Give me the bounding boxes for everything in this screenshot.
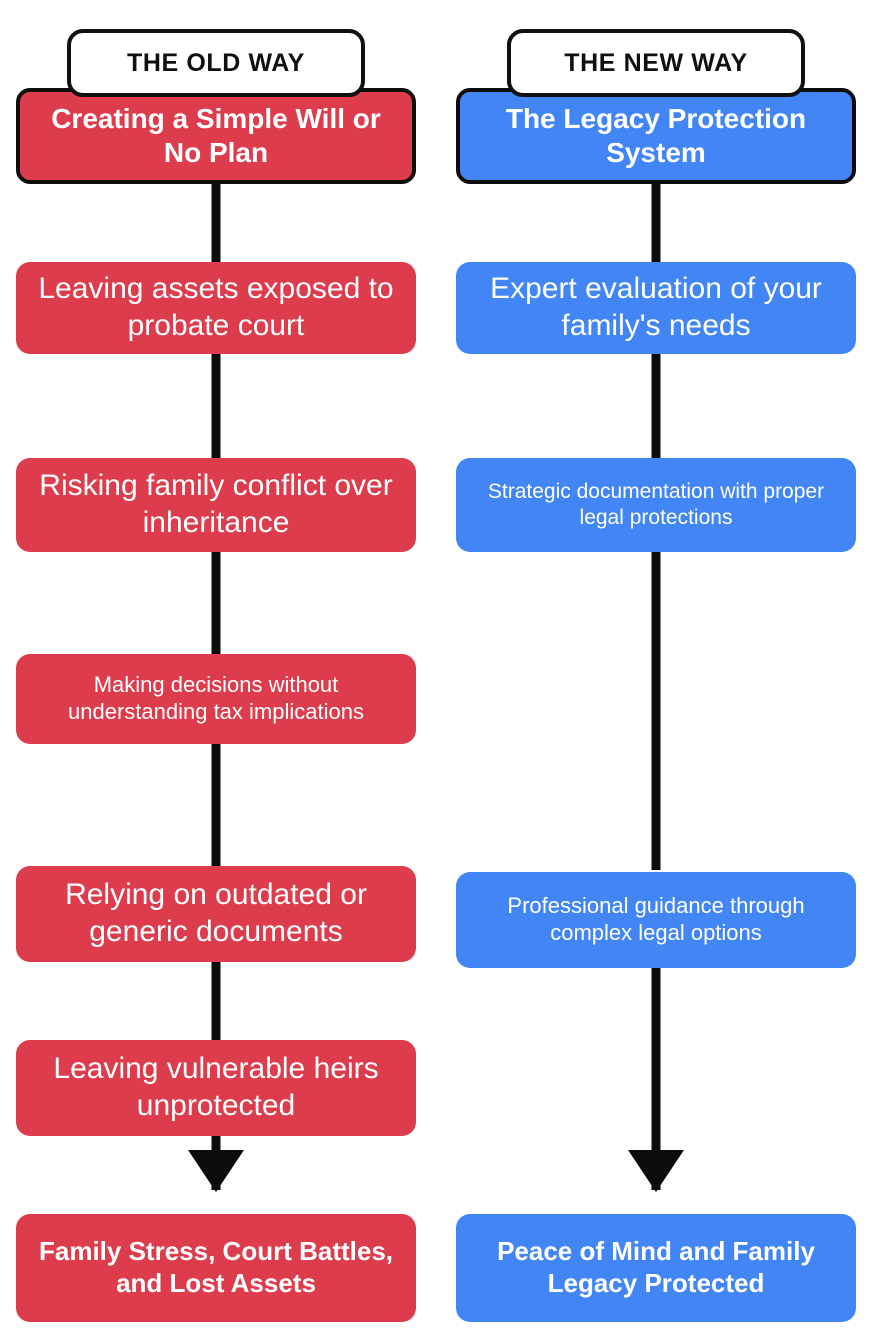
old-way-step-4-label: Making decisions without understanding t… (68, 672, 364, 724)
old-way-step-3[interactable]: Risking family conflict over inheritance (16, 458, 416, 552)
old-way-step-5-label: Relying on outdated or generic documents (65, 878, 367, 948)
connector-right-2 (651, 350, 661, 462)
new-way-step-4-label: Professional guidance through complex le… (507, 893, 805, 945)
new-way-header-tab: THE NEW WAY (507, 29, 805, 97)
new-way-outcome-label: Peace of Mind and Family Legacy Protecte… (497, 1236, 815, 1298)
connector-right-1 (651, 180, 661, 270)
arrow-down-icon-right (628, 1150, 684, 1192)
new-way-step-2[interactable]: Expert evaluation of your family's needs (456, 262, 856, 354)
connector-left-1 (211, 180, 221, 270)
new-way-step-1[interactable]: The Legacy Protection System (456, 88, 856, 184)
new-way-outcome[interactable]: Peace of Mind and Family Legacy Protecte… (456, 1214, 856, 1322)
connector-left-5 (211, 958, 221, 1044)
old-way-step-2[interactable]: Leaving assets exposed to probate court (16, 262, 416, 354)
old-way-step-1[interactable]: Creating a Simple Will or No Plan (16, 88, 416, 184)
old-way-step-4[interactable]: Making decisions without understanding t… (16, 654, 416, 744)
old-way-step-3-label: Risking family conflict over inheritance (39, 469, 393, 539)
old-way-step-5[interactable]: Relying on outdated or generic documents (16, 866, 416, 962)
new-way-header-label: THE NEW WAY (564, 48, 748, 77)
connector-right-4 (651, 968, 661, 1190)
new-way-column: THE NEW WAY The Legacy Protection System… (440, 0, 872, 1344)
old-way-outcome-label: Family Stress, Court Battles, and Lost A… (39, 1236, 393, 1298)
new-way-step-2-label: Expert evaluation of your family's needs (490, 272, 822, 342)
old-way-step-6[interactable]: Leaving vulnerable heirs unprotected (16, 1040, 416, 1136)
connector-right-3 (651, 548, 661, 870)
old-way-step-2-label: Leaving assets exposed to probate court (38, 272, 394, 342)
connector-left-4 (211, 740, 221, 870)
old-way-header-label: THE OLD WAY (127, 48, 305, 77)
old-way-outcome[interactable]: Family Stress, Court Battles, and Lost A… (16, 1214, 416, 1322)
old-way-step-6-label: Leaving vulnerable heirs unprotected (53, 1052, 379, 1122)
new-way-step-4[interactable]: Professional guidance through complex le… (456, 872, 856, 968)
connector-left-2 (211, 350, 221, 462)
old-way-column: THE OLD WAY Creating a Simple Will or No… (0, 0, 432, 1344)
arrow-down-icon-left (188, 1150, 244, 1192)
new-way-step-1-label: The Legacy Protection System (505, 102, 807, 168)
old-way-step-1-label: Creating a Simple Will or No Plan (51, 102, 381, 168)
new-way-step-3-label: Strategic documentation with proper lega… (487, 480, 825, 529)
old-way-header-tab: THE OLD WAY (67, 29, 365, 97)
connector-left-3 (211, 548, 221, 660)
new-way-step-3[interactable]: Strategic documentation with proper lega… (456, 458, 856, 552)
